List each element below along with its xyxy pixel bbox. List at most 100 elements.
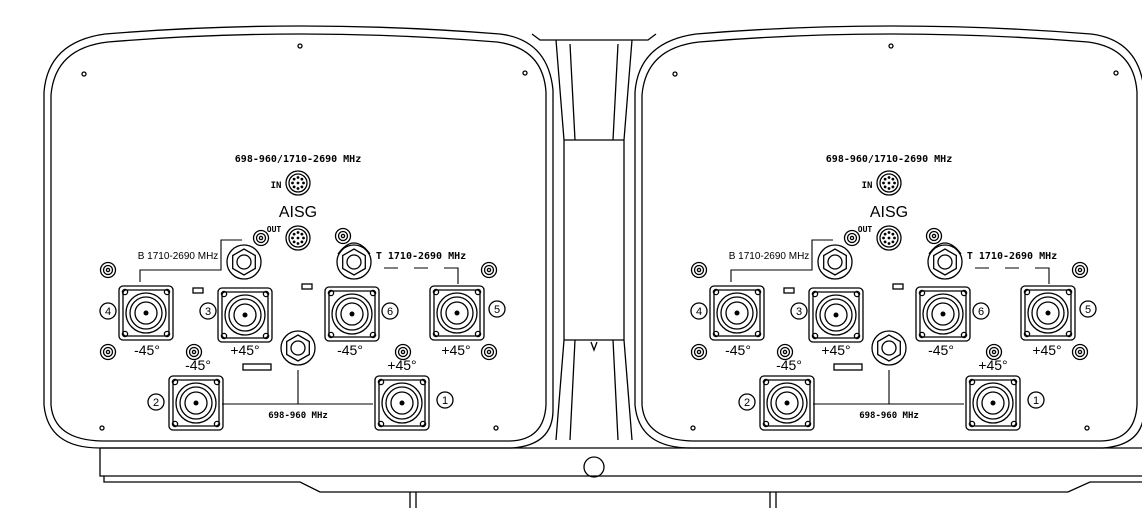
low-band-label: 698-960 MHz bbox=[859, 411, 919, 421]
port-2-polarization: -45° bbox=[185, 357, 211, 373]
aisg-out-label: OUT bbox=[858, 225, 873, 234]
bolt-icon bbox=[185, 343, 203, 361]
aisg-label: AISG bbox=[870, 204, 908, 221]
b-band-label: B 1710-2690 MHz bbox=[138, 251, 219, 262]
aisg-label: AISG bbox=[279, 204, 317, 221]
mount-hole bbox=[672, 71, 678, 77]
wire-t bbox=[384, 267, 459, 284]
port-number-5: 5 bbox=[488, 300, 506, 318]
port-1-connector bbox=[965, 375, 1021, 431]
bolt-icon bbox=[843, 229, 861, 247]
mount-hole bbox=[297, 43, 303, 49]
housing-inner-outline bbox=[50, 33, 547, 442]
bolt-icon bbox=[480, 343, 498, 361]
port-4-polarization: -45° bbox=[134, 342, 160, 358]
port-2-polarization: -45° bbox=[776, 357, 802, 373]
aisg-in-label: IN bbox=[271, 181, 282, 191]
port-6-polarization: -45° bbox=[337, 342, 363, 358]
hex-nut-b bbox=[226, 244, 262, 280]
port-5-polarization: +45° bbox=[441, 342, 470, 358]
housing-inner-outline bbox=[641, 33, 1138, 442]
port-3-connector bbox=[808, 287, 864, 343]
bolt-icon bbox=[99, 261, 117, 279]
housing-outline bbox=[43, 25, 554, 449]
bolt-icon bbox=[252, 229, 270, 247]
port-number-1: 1 bbox=[436, 391, 454, 409]
aisg-in-connector bbox=[285, 170, 311, 196]
port-6-connector bbox=[324, 286, 380, 342]
bolt-icon bbox=[776, 343, 794, 361]
port-number-2-text: 2 bbox=[153, 397, 159, 409]
port-number-1-text: 1 bbox=[442, 395, 448, 407]
port-number-2: 2 bbox=[738, 393, 756, 411]
port-4-polarization: -45° bbox=[725, 342, 751, 358]
bolt-icon bbox=[480, 261, 498, 279]
small-tab bbox=[301, 283, 313, 290]
mount-hole bbox=[522, 70, 528, 76]
t-band-label: T 1710-2690 MHz bbox=[376, 251, 466, 262]
port-number-3: 3 bbox=[199, 302, 217, 320]
top-band-label: 698-960/1710-2690 MHz bbox=[826, 154, 952, 165]
aisg-out-connector bbox=[876, 225, 902, 251]
hex-nut-center bbox=[280, 330, 316, 366]
port-1-connector bbox=[374, 375, 430, 431]
small-tab-long bbox=[242, 363, 272, 371]
port-4-connector bbox=[118, 285, 174, 341]
small-tab bbox=[783, 287, 795, 294]
port-number-4-text: 4 bbox=[105, 306, 111, 318]
mount-hole bbox=[99, 425, 105, 431]
port-number-5-text: 5 bbox=[494, 304, 500, 316]
t-band-label: T 1710-2690 MHz bbox=[967, 251, 1057, 262]
small-tab bbox=[892, 283, 904, 290]
port-number-4: 4 bbox=[690, 302, 708, 320]
aisg-in-connector bbox=[876, 170, 902, 196]
center-divider bbox=[531, 33, 657, 441]
port-number-3: 3 bbox=[790, 302, 808, 320]
mount-hole bbox=[888, 43, 894, 49]
wire-b bbox=[139, 239, 242, 282]
bolt-icon bbox=[394, 343, 412, 361]
port-6-polarization: -45° bbox=[928, 342, 954, 358]
port-2-connector bbox=[168, 375, 224, 431]
port-number-5: 5 bbox=[1079, 300, 1097, 318]
port-number-3-text: 3 bbox=[796, 306, 802, 318]
bolt-icon bbox=[985, 343, 1003, 361]
port-number-1-text: 1 bbox=[1033, 395, 1039, 407]
low-band-label: 698-960 MHz bbox=[268, 411, 328, 421]
hex-nut-b bbox=[817, 244, 853, 280]
wire-low bbox=[813, 370, 964, 405]
bolt-icon bbox=[690, 343, 708, 361]
hex-nut-arc bbox=[337, 242, 371, 255]
port-number-1: 1 bbox=[1027, 391, 1045, 409]
aisg-out-label: OUT bbox=[267, 225, 282, 234]
port-number-2: 2 bbox=[147, 393, 165, 411]
small-tab-long bbox=[833, 363, 863, 371]
top-band-label: 698-960/1710-2690 MHz bbox=[235, 154, 361, 165]
port-number-6-text: 6 bbox=[387, 306, 393, 318]
port-number-6: 6 bbox=[972, 302, 990, 320]
port-number-4-text: 4 bbox=[696, 306, 702, 318]
port-3-polarization: +45° bbox=[821, 342, 850, 358]
port-6-connector bbox=[915, 286, 971, 342]
wire-t bbox=[975, 267, 1050, 284]
mount-bracket bbox=[99, 447, 1142, 508]
bolt-icon bbox=[334, 227, 352, 245]
mount-hole bbox=[493, 425, 499, 431]
port-1-polarization: +45° bbox=[978, 357, 1007, 373]
port-number-3-text: 3 bbox=[205, 306, 211, 318]
port-number-6: 6 bbox=[381, 302, 399, 320]
port-5-connector bbox=[429, 285, 485, 341]
mount-hole bbox=[1113, 70, 1119, 76]
mount-hole bbox=[1084, 425, 1090, 431]
port-number-5-text: 5 bbox=[1085, 304, 1091, 316]
aisg-out-connector bbox=[285, 225, 311, 251]
port-number-4: 4 bbox=[99, 302, 117, 320]
port-3-connector bbox=[217, 287, 273, 343]
bolt-icon bbox=[99, 343, 117, 361]
bolt-icon bbox=[925, 227, 943, 245]
mount-hole bbox=[690, 425, 696, 431]
bolt-icon bbox=[1071, 261, 1089, 279]
